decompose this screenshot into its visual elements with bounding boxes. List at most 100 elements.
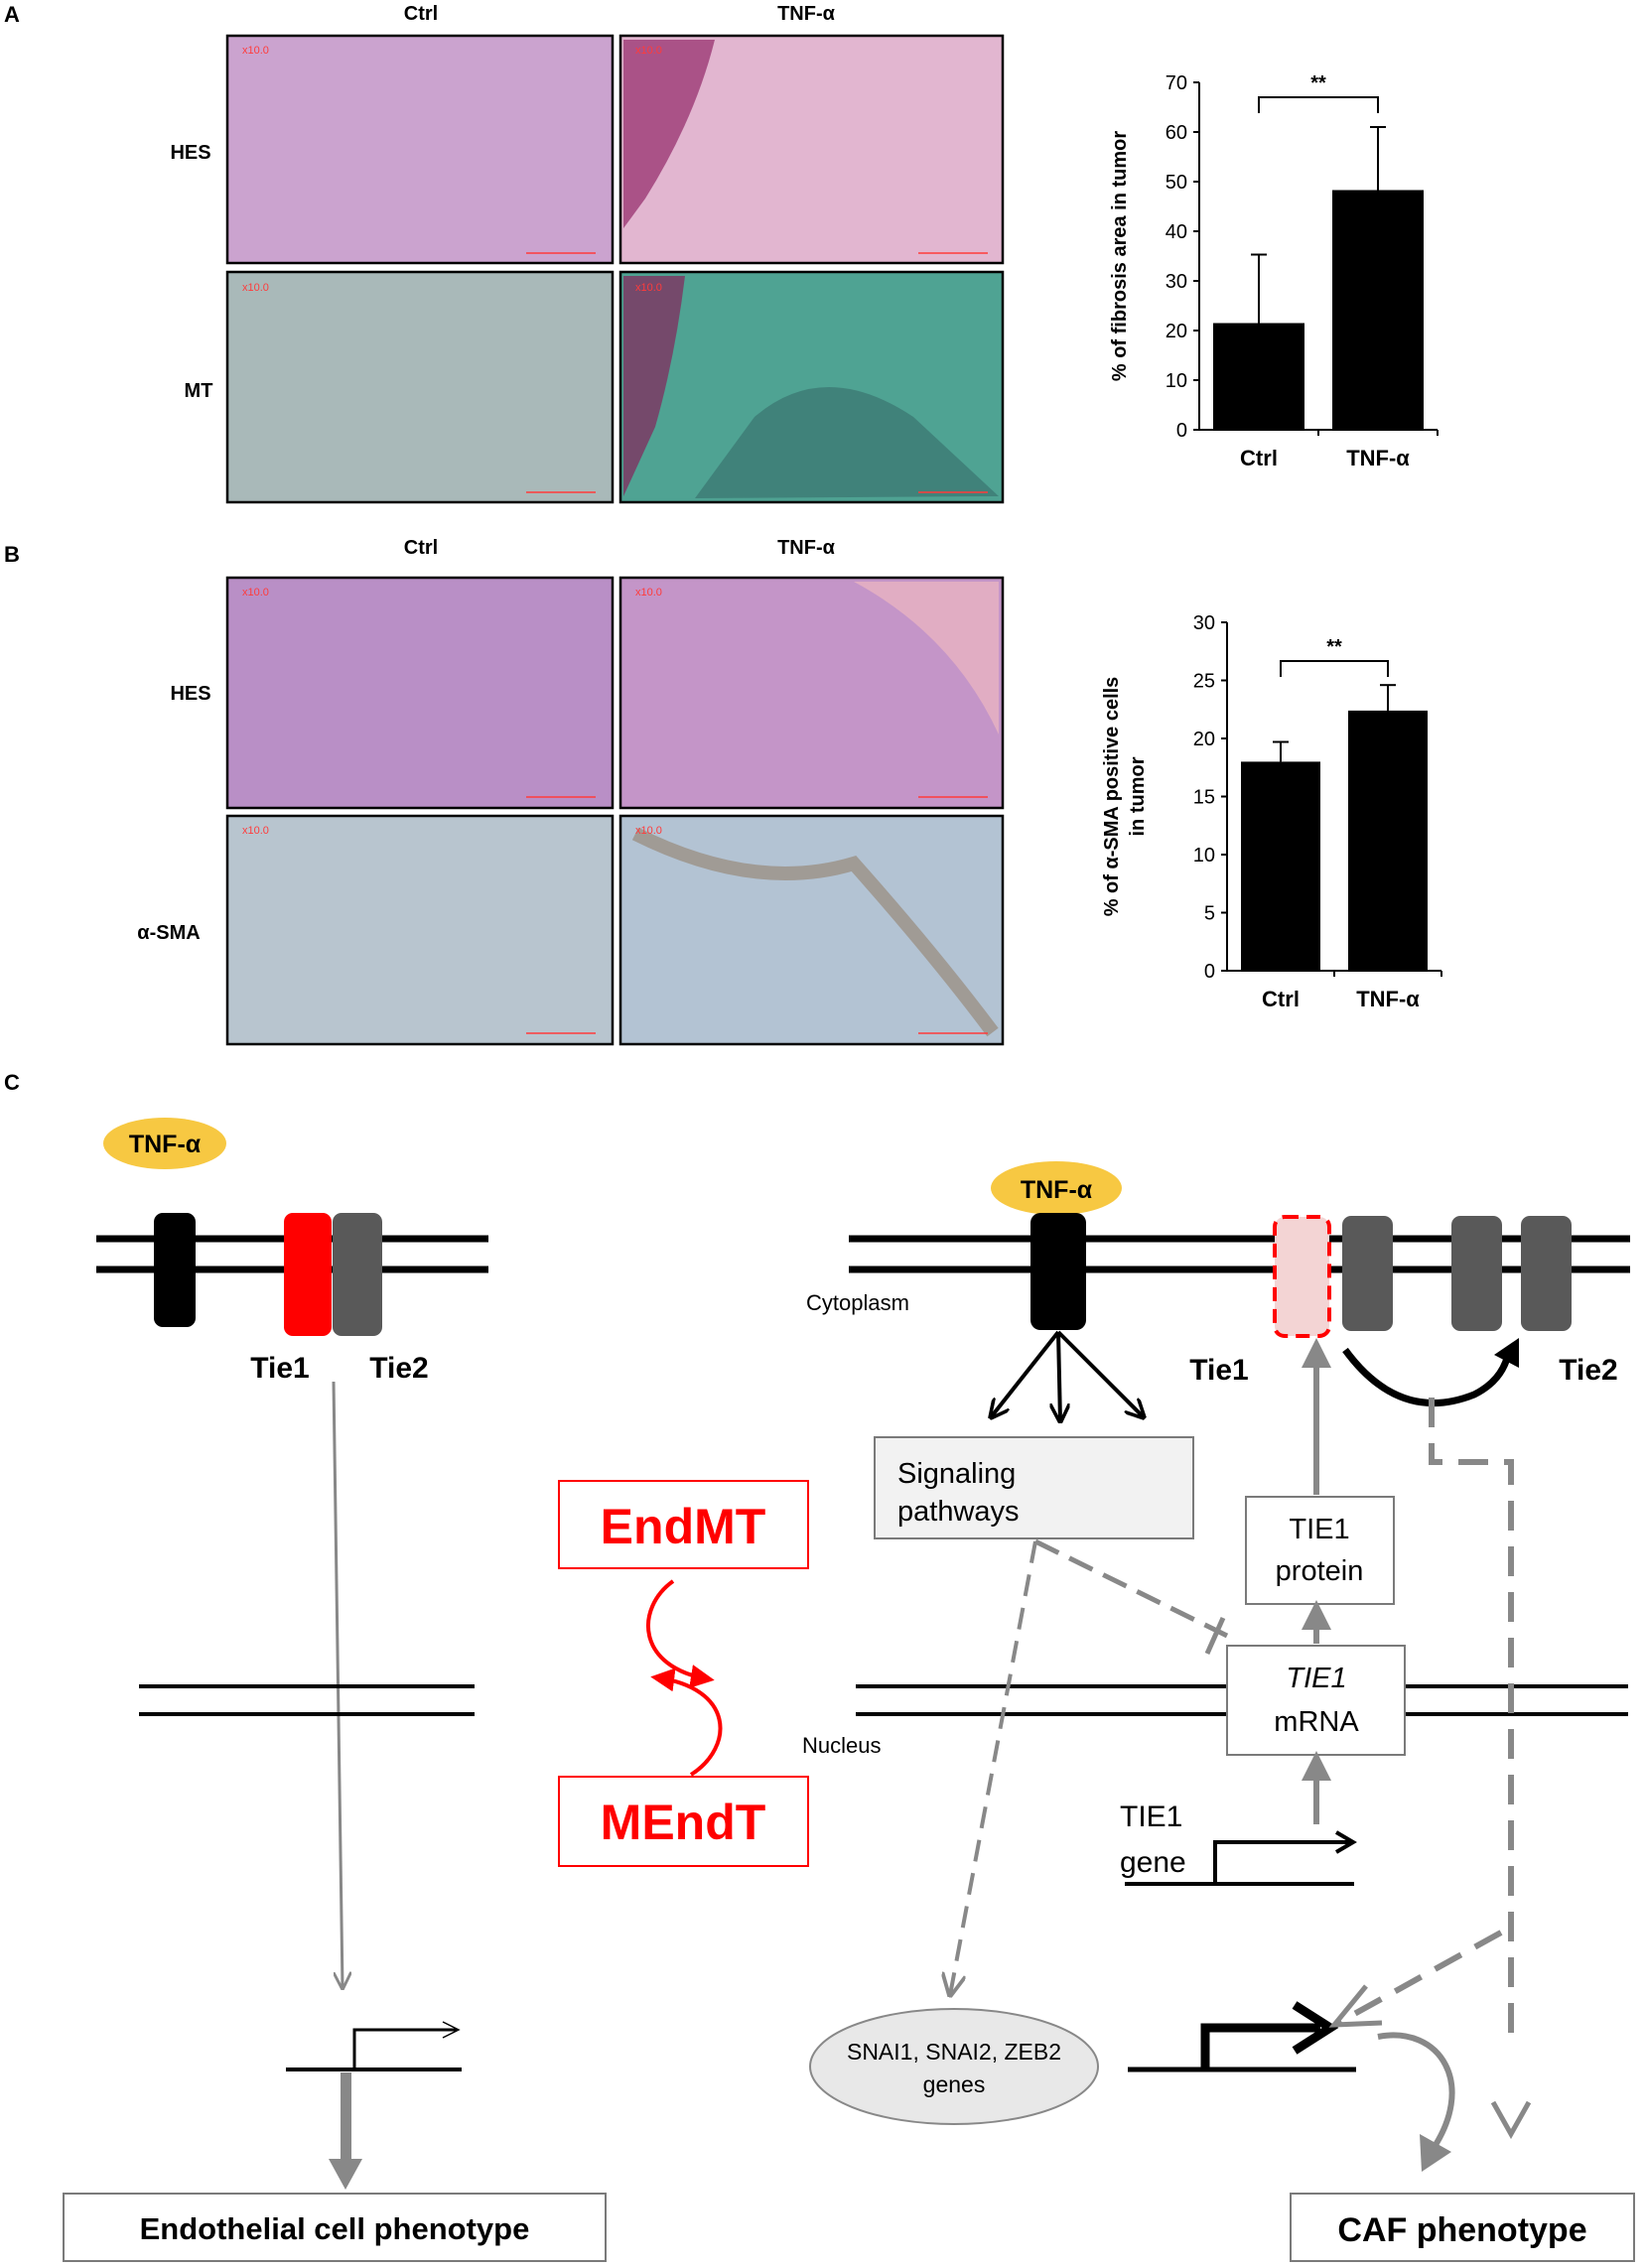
dashed-to-caf-gene-arrowhead [1328, 1984, 1383, 2028]
pancreas-region-mt [623, 276, 685, 496]
panel-a-row-label-mt: MT [185, 380, 213, 402]
tie1-protein-line1: TIE1 [1289, 1514, 1349, 1545]
tie1-protein-line2: protein [1276, 1555, 1364, 1587]
mag-label: x10.0 [635, 587, 662, 599]
left-promoter-arrow [352, 2028, 457, 2069]
dashed-arrow-to-snai [950, 1540, 1037, 1995]
tie2-receptor-left [333, 1213, 382, 1336]
panel-b-col-header-ctrl: Ctrl [404, 537, 438, 559]
tie1-promoter-arrow [1213, 1840, 1350, 1884]
tnf-arrow-middle [1058, 1331, 1060, 1421]
endmt-box [558, 1480, 809, 1569]
snai-label-line2: genes [923, 2071, 986, 2097]
tie2-dimer-arrowhead [1494, 1338, 1519, 1368]
tie1-mrna-line1: TIE1 [1286, 1663, 1346, 1694]
tie1-promoter-arrowhead [1334, 1830, 1357, 1854]
panel-letter-b: B [4, 542, 20, 567]
significance-bracket [1258, 96, 1379, 113]
tnf-label-right: TNF-α [1021, 1176, 1093, 1204]
pancreas-region-hes [623, 40, 715, 228]
panel-a-micrographs [225, 34, 1005, 504]
mag-label: x10.0 [242, 825, 269, 837]
panel-b-row-label-asma: α-SMA [137, 922, 200, 944]
tnf-ellipse-left [103, 1118, 226, 1169]
bar-1 [1332, 190, 1424, 430]
tnf-receptor-right [1030, 1213, 1086, 1330]
tie1-receptor-left [284, 1213, 332, 1336]
bar-0 [1241, 761, 1320, 971]
dashed-tie2-to-caf-arrowhead [1490, 2100, 1532, 2140]
tie1-label-right: Tie1 [1189, 1354, 1249, 1387]
endmt-cycle-arrow [645, 1579, 715, 1688]
panel-b-micrographs [225, 576, 1005, 1046]
tnf-ellipse-right [991, 1161, 1122, 1215]
mendt-cycle-arrow [650, 1668, 723, 1777]
inhibition-signaling-to-mrna [1033, 1538, 1229, 1639]
caf-promoter-arrowhead [1292, 2001, 1339, 2055]
y-tick-label: 10 [1193, 845, 1215, 867]
tie1-mrna-box [1226, 1645, 1406, 1756]
y-tick-label: 30 [1166, 271, 1187, 293]
tie2-label-right: Tie2 [1559, 1354, 1618, 1387]
bar-0 [1213, 323, 1304, 430]
tie1-gene-line2: gene [1120, 1846, 1186, 1879]
tie1-receptor-right-dashed [1273, 1215, 1331, 1338]
tie1-mrna-line2: mRNA [1274, 1706, 1359, 1738]
cellular-region-mt [695, 387, 999, 498]
mendt-label: MEndT [601, 1795, 766, 1850]
mag-label: x10.0 [635, 825, 662, 837]
y-tick-label: 50 [1166, 172, 1187, 194]
tnf-receptor-left [154, 1213, 196, 1327]
dashed-to-caf-gene [1336, 1930, 1503, 2026]
nucleus-label: Nucleus [802, 1733, 881, 1758]
dashed-tie2-to-caf [1429, 1398, 1514, 2033]
caf-promoter-arrow [1200, 2023, 1320, 2069]
micrograph-a-hes-ctrl [225, 34, 615, 265]
mag-label: x10.0 [242, 587, 269, 599]
x-tick-label-1: TNF-α [1356, 987, 1420, 1011]
tnf-arrow-right [1056, 1330, 1144, 1417]
left-promoter-arrowhead [442, 2021, 461, 2039]
tie2-receptor-right-3 [1521, 1216, 1572, 1331]
endmt-label: EndMT [601, 1499, 766, 1554]
curved-gene-to-caf [1377, 2032, 1455, 2156]
micrograph-b-asma-tnf [618, 814, 1005, 1046]
significance-bracket [1280, 660, 1389, 677]
signaling-label-line1: Signaling [897, 1458, 1016, 1490]
y-tick-label: 10 [1166, 370, 1187, 392]
panel-a-col-header-ctrl: Ctrl [404, 3, 438, 25]
endothelial-phenotype-box [63, 2193, 607, 2262]
curved-gene-to-caf-arrowhead [1420, 2134, 1451, 2172]
panel-letter-c: C [4, 1070, 20, 1095]
mag-label: x10.0 [635, 282, 662, 294]
tie1-gene-line1: TIE1 [1120, 1801, 1182, 1833]
tnf-arrow-left [991, 1330, 1060, 1417]
right-membrane [849, 1235, 1630, 1273]
tie2-dimer-arrow [1342, 1347, 1513, 1407]
y-tick-label: 0 [1204, 961, 1215, 983]
snai-label-line1: SNAI1, SNAI2, ZEB2 [847, 2039, 1061, 2065]
y-axis-label: % of fibrosis area in tumor [1109, 131, 1131, 381]
significance-label: ** [1310, 72, 1326, 94]
y-tick-label: 30 [1193, 612, 1215, 634]
y-tick-label: 60 [1166, 122, 1187, 144]
x-tick-label-0: Ctrl [1262, 987, 1300, 1011]
stroma-region-hes-b [854, 582, 999, 734]
mag-label: x10.0 [242, 45, 269, 57]
panel-letter-a: A [4, 2, 20, 27]
tie2-label-left: Tie2 [369, 1352, 429, 1385]
y-tick-label: 15 [1193, 787, 1215, 809]
snai-genes-ellipse [809, 2008, 1099, 2125]
y-tick-label: 20 [1166, 321, 1187, 342]
y-tick-label: 0 [1176, 420, 1187, 442]
micrograph-b-asma-ctrl [225, 814, 615, 1046]
significance-label: ** [1326, 636, 1342, 658]
endothelial-phenotype-label: Endothelial cell phenotype [140, 2211, 530, 2246]
thick-arrow-left-head [329, 2159, 362, 2190]
tie2-receptor-right-1 [1342, 1216, 1393, 1331]
signaling-pathways-box [874, 1436, 1194, 1539]
asma-staining [631, 827, 999, 1037]
